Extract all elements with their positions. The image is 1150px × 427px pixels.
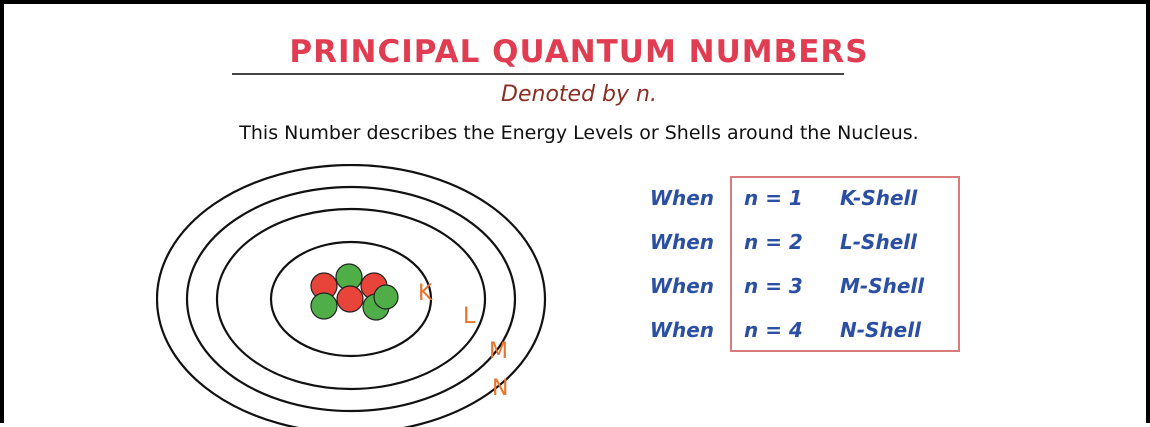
n-value: n = 1 (744, 186, 803, 210)
shell-orbit-m (185, 185, 517, 413)
shell-orbit-n (156, 164, 547, 427)
page-title: PRINCIPAL QUANTUM NUMBERS (289, 34, 869, 70)
shell-orbit-l (215, 207, 487, 391)
table-row: When n = 2 L-Shell (616, 220, 976, 264)
when-label: When (649, 318, 714, 342)
description: This Number describes the Energy Levels … (239, 122, 919, 144)
atom-diagram: K L M N (156, 164, 547, 427)
when-label: When (649, 274, 714, 298)
when-label: When (649, 230, 714, 254)
n-value: n = 3 (744, 274, 803, 298)
when-label: When (649, 186, 714, 210)
shell-name: K-Shell (840, 186, 918, 210)
nucleus (310, 263, 399, 321)
shell-name: N-Shell (840, 318, 921, 342)
table-row: When n = 1 K-Shell (616, 176, 976, 220)
neutron (310, 292, 338, 320)
subtitle: Denoted by n. (501, 82, 657, 107)
n-value: n = 4 (744, 318, 803, 342)
shell-label-n: N (492, 376, 508, 401)
title-underline (232, 73, 844, 75)
shell-table-box (730, 176, 960, 352)
proton (336, 285, 364, 313)
n-value: n = 2 (744, 230, 803, 254)
shell-label-m: M (489, 339, 508, 364)
neutron (373, 284, 399, 310)
shell-name: M-Shell (840, 274, 925, 298)
shell-label-k: K (418, 281, 433, 306)
table-row: When n = 4 N-Shell (616, 308, 976, 352)
shell-orbit-k (269, 240, 433, 358)
shell-name: L-Shell (840, 230, 917, 254)
table-row: When n = 3 M-Shell (616, 264, 976, 308)
shell-label-l: L (463, 304, 476, 329)
